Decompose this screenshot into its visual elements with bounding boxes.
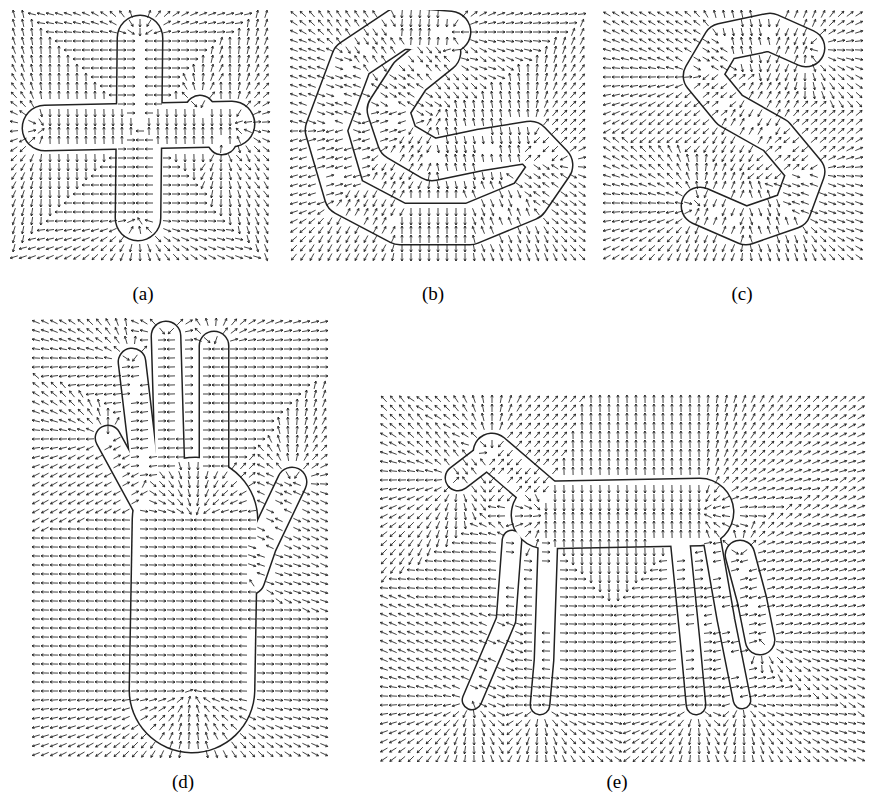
field-panel (32, 318, 328, 758)
vector-arrows (290, 10, 586, 261)
field-panel (603, 10, 863, 261)
field-panel (380, 395, 865, 763)
shape-interior (200, 346, 228, 470)
field-panel (290, 10, 586, 261)
shape-interior (472, 540, 512, 700)
shape-outline (545, 512, 700, 515)
field-panel (10, 10, 270, 261)
shape-outline (326, 28, 552, 224)
shape-interior (326, 28, 552, 224)
panel-label: (c) (731, 283, 752, 305)
shape-interior (712, 540, 742, 700)
shape-outline (680, 540, 696, 705)
shape-interior (458, 452, 492, 478)
shape-interior (540, 540, 548, 705)
shape-outline (199, 346, 230, 470)
panel-label: (b) (422, 283, 444, 305)
shape-outline (472, 540, 512, 700)
vector-arrows (380, 395, 865, 762)
shape-outline (138, 38, 140, 218)
vector-arrows (10, 10, 270, 261)
shape-outline (458, 452, 492, 478)
shape-interior (250, 482, 292, 580)
vector-arrows (603, 10, 863, 261)
panel-label: (e) (606, 771, 627, 793)
shape-interior (680, 540, 696, 705)
panel-label: (a) (132, 283, 153, 305)
shape-outline (540, 540, 548, 705)
shape-interior (138, 38, 140, 218)
shape-outline (250, 482, 292, 580)
vector-arrows (32, 318, 328, 758)
shape-interior (545, 512, 700, 515)
panel-label: (d) (172, 771, 194, 793)
